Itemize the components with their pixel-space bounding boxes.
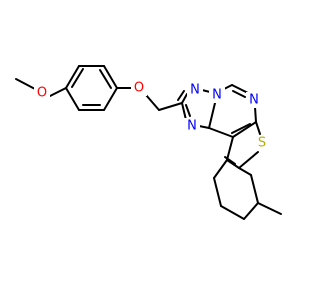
bond-cy-5 — [250, 174, 259, 204]
bond-cy-6 — [238, 167, 252, 176]
atom-o-ether: O — [134, 81, 144, 96]
bond-benz-4 — [103, 87, 118, 111]
bond-benz-1-inner — [71, 68, 84, 88]
bond-n-c — [254, 106, 257, 123]
bond-o-ch2 — [145, 94, 160, 111]
bond-c-s — [255, 121, 261, 135]
bond-cy-1 — [213, 159, 228, 179]
molecule-canvas: O O N N N N S — [15, 65, 282, 220]
bond-c-c-fused — [232, 121, 257, 138]
bond-ch-n-double — [232, 90, 246, 98]
bond-c-c-fused-inner — [231, 123, 251, 134]
bond-benz-1 — [65, 65, 80, 89]
bond-n-lower-c2-double — [185, 104, 191, 117]
bond-c2-n-top — [181, 93, 188, 104]
atom-n-triazole-bridge: N — [212, 88, 222, 103]
atom-o-methoxy: O — [37, 86, 47, 101]
bond-ch2-c2 — [158, 102, 183, 111]
bond-cy-3 — [220, 205, 245, 220]
bond-n-lower-c2 — [181, 102, 187, 121]
bond-c-n-lower — [198, 125, 210, 129]
bond-n-top-n-bridge — [201, 89, 211, 93]
atom-n-triazole-top: N — [190, 83, 200, 98]
molecule-structure: O O N N N N S — [15, 65, 282, 220]
bond-o-aryl — [49, 87, 67, 97]
bond-cy-2 — [213, 177, 222, 207]
bond-benz-3 — [103, 65, 118, 89]
bond-methyl-o — [15, 78, 36, 90]
bond-benz-6 — [65, 87, 80, 111]
atom-n-triazole-lower: N — [187, 119, 197, 134]
bond-benz-3-inner — [99, 69, 112, 89]
bond-methyl — [257, 202, 282, 215]
atom-s-thiophene: S — [258, 136, 266, 151]
atom-n-pyrimidine: N — [249, 93, 259, 108]
bond-s-c — [238, 151, 259, 169]
bond-cy-4 — [243, 202, 259, 220]
bond-n-bridge-c — [208, 102, 216, 129]
bond-c-c-thio — [226, 159, 240, 169]
bond-c2-n-top-double — [177, 90, 185, 101]
bond-thio-fuse — [226, 136, 234, 161]
bond-ch-n — [231, 84, 249, 94]
bond-c-c-ring — [208, 127, 234, 138]
